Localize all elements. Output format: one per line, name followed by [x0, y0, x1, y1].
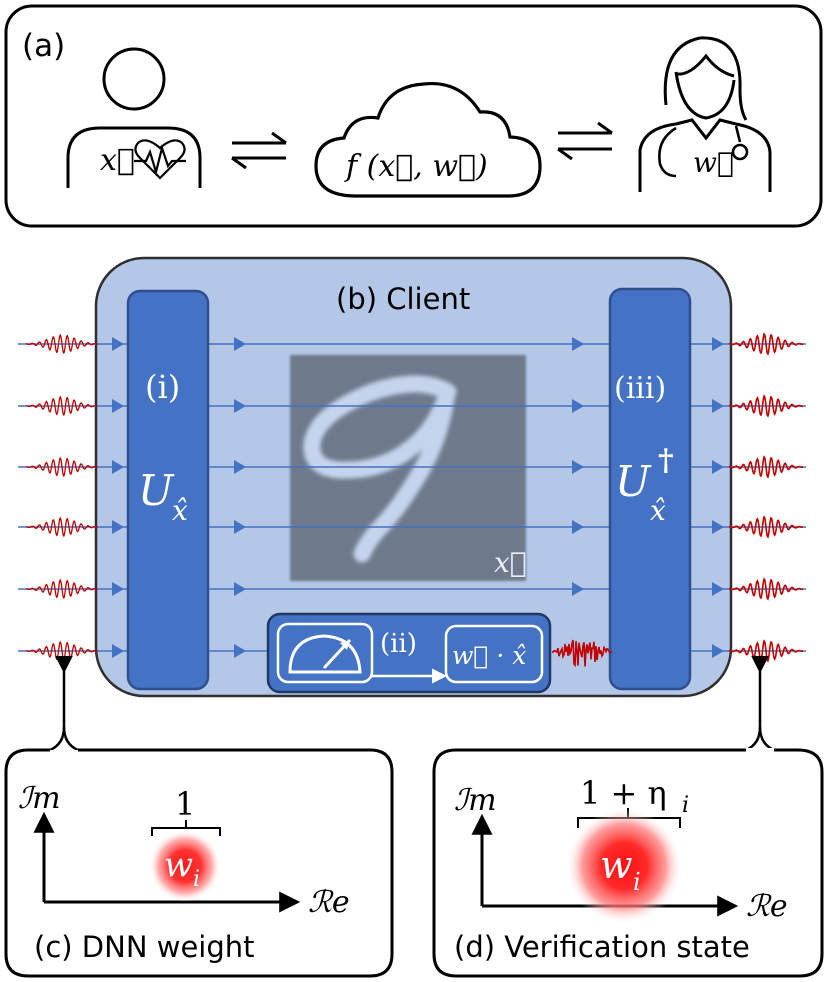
weight-label: w — [164, 845, 193, 885]
wire-arrowhead — [112, 337, 124, 351]
encoder-op-sub: x̂ — [172, 494, 188, 527]
wire-arrowhead — [234, 644, 246, 658]
wire-arrowhead — [112, 582, 124, 596]
doctor-weights-label: w⃗ — [693, 146, 734, 179]
panel-a-label: (a) — [22, 28, 65, 64]
cloud-function-label: f (x⃗, w⃗) — [344, 149, 488, 184]
noise-icon — [551, 639, 613, 668]
im-axis-label-d: ℐm — [454, 783, 497, 818]
mnist-image: x⃗ — [290, 355, 527, 581]
wire-arrowhead — [234, 582, 246, 596]
image-label: x⃗ — [494, 546, 527, 579]
pulse-icon — [25, 578, 99, 600]
decoder-dagger: † — [658, 443, 674, 478]
wire-arrowhead — [712, 520, 724, 534]
measurement-box: (ii) w⃗ · x̂ — [266, 612, 552, 694]
panel-b: (b) Client x⃗ (i) U x̂ (iii) U † x̂ — [18, 256, 806, 698]
panel-a-frame — [4, 4, 823, 228]
input-output-pulses — [25, 332, 804, 663]
encoder-step-label: (i) — [145, 368, 180, 406]
pulse-icon — [25, 516, 99, 538]
encoder-block: (i) U x̂ — [126, 289, 210, 691]
panel-d: ℐm ℛe 1 + η i w i (d) Verification state — [432, 748, 824, 978]
panel-a: (a) x⃗ f (x⃗, w⃗) — [4, 4, 823, 228]
pulse-icon — [728, 394, 804, 418]
wire-arrowhead — [572, 582, 584, 596]
wire-arrowhead — [572, 460, 584, 474]
im-axis-label: ℐm — [18, 781, 61, 816]
doctor-icon — [638, 36, 772, 192]
weight-sub-d: i — [633, 868, 641, 896]
decoder-op: U — [615, 457, 652, 506]
inner-product: w⃗ · x̂ — [452, 641, 526, 670]
wire-arrowhead — [112, 399, 124, 413]
wire-arrowhead — [234, 520, 246, 534]
brace — [151, 820, 221, 836]
wire-arrowhead — [712, 399, 724, 413]
exchange-arrows-icon — [231, 131, 287, 170]
panel-d-caption: (d) Verification state — [454, 930, 750, 964]
pulse-icon — [728, 577, 804, 601]
decoder-step-label: (iii) — [614, 371, 666, 406]
wire-arrowhead — [572, 520, 584, 534]
wire-arrowhead — [712, 337, 724, 351]
verification-point — [566, 808, 682, 924]
heartbeat-icon — [134, 139, 186, 180]
pulse-icon — [728, 515, 804, 539]
decoder-block: (iii) U † x̂ — [608, 287, 692, 691]
exchange-arrows-icon-right — [557, 121, 613, 161]
brace-label: 1 — [175, 785, 195, 823]
pulse-icon — [25, 395, 99, 417]
wire-arrowhead — [112, 644, 124, 658]
wire-arrowhead — [234, 399, 246, 413]
wire-arrowhead — [112, 460, 124, 474]
measure-step-label: (ii) — [380, 629, 417, 659]
decoder-op-sub: x̂ — [650, 494, 666, 527]
weight-sub: i — [193, 867, 200, 892]
encoder-op: U — [138, 466, 175, 515]
wire-arrowhead — [712, 460, 724, 474]
pulse-icon — [25, 456, 99, 478]
re-axis-label: ℛe — [308, 885, 350, 920]
stethoscope-icon — [658, 125, 749, 178]
wire-arrowhead — [572, 337, 584, 351]
pulse-icon — [25, 333, 99, 355]
re-axis-label-d: ℛe — [746, 889, 788, 924]
cloud-icon — [314, 81, 542, 198]
brace-label-d-sub: i — [682, 793, 689, 818]
pulse-icon — [728, 332, 804, 356]
wire-arrowhead — [112, 520, 124, 534]
wire-arrowhead — [712, 582, 724, 596]
pulse-icon — [728, 639, 804, 663]
wire-arrowhead — [572, 399, 584, 413]
panel-c: ℐm ℛe 1 w i (c) DNN weight — [4, 748, 394, 978]
digit-nine — [303, 375, 457, 563]
patient-data-label: x⃗ — [100, 143, 135, 178]
wire-arrowhead — [234, 460, 246, 474]
meter-needle-tip — [340, 640, 350, 650]
client-panel-label: (b) Client — [336, 282, 470, 316]
panel-c-caption: (c) DNN weight — [34, 930, 255, 964]
pulse-icon — [25, 640, 99, 662]
wire-arrowhead — [712, 644, 724, 658]
pulse-icon — [728, 455, 804, 479]
weight-point — [149, 830, 221, 902]
brace-label-d: 1 + η — [580, 774, 667, 812]
wire-arrowhead — [234, 337, 246, 351]
person-icon — [66, 47, 202, 188]
weight-label-d: w — [600, 843, 633, 887]
